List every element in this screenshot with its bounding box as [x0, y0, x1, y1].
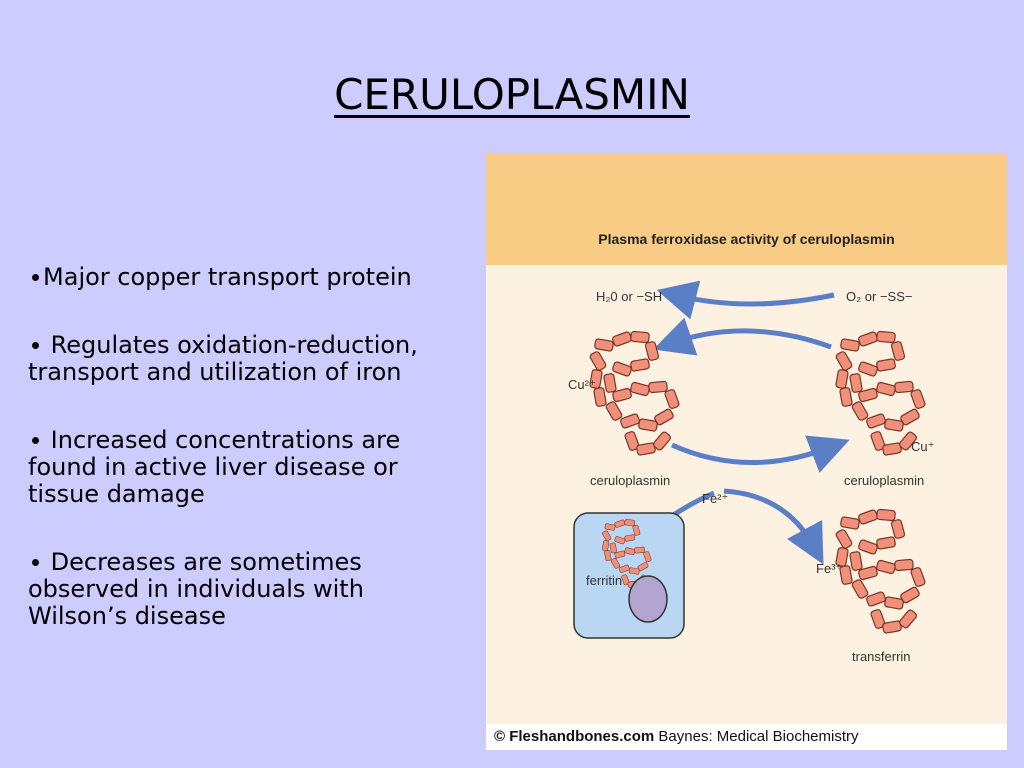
label-cu2: Cu²⁺ [568, 377, 596, 392]
ferroxidase-figure: Plasma ferroxidase activity of cerulopla… [486, 153, 1007, 750]
arrow-copper-reduction [670, 435, 850, 473]
bullet-item: ∙ Increased concentrations are found in … [28, 426, 401, 508]
arrow-fe3-transfer [723, 488, 824, 565]
arrow-reduction [656, 280, 835, 320]
transferrin-protein [834, 508, 927, 635]
bullet-item: ∙Major copper transport protein [28, 263, 412, 291]
label-fe3: Fe³⁺ [816, 561, 842, 576]
label-o2-ss: O₂ or −SS− [846, 289, 912, 304]
bullet-item: ∙ Regulates oxidation-reduction, transpo… [28, 331, 418, 386]
bullet-item: ∙ Decreases are sometimes observed in in… [28, 548, 364, 630]
credit-book: Baynes: Medical Biochemistry [658, 728, 859, 745]
nucleus [628, 575, 668, 623]
credit-source: © Fleshandbones.com [494, 728, 655, 745]
label-ceruloplasmin-right: ceruloplasmin [844, 473, 924, 488]
label-transferrin: transferrin [852, 649, 911, 664]
figure-title: Plasma ferroxidase activity of cerulopla… [598, 231, 895, 247]
arrow-oxidation [653, 317, 832, 356]
ceruloplasmin-cu2-protein [588, 330, 681, 457]
label-ceruloplasmin-left: ceruloplasmin [590, 473, 670, 488]
figure-credit: © Fleshandbones.com Baynes: Medical Bioc… [486, 724, 1007, 750]
figure-header: Plasma ferroxidase activity of cerulopla… [486, 153, 1007, 265]
label-fe2: Fe²⁺ [702, 491, 728, 506]
label-cu1: Cu⁺ [911, 439, 934, 454]
label-h2o-sh: H₂0 or −SH [596, 289, 662, 304]
label-ferritin: ferritin [586, 573, 622, 588]
figure-diagram: H₂0 or −SH O₂ or −SS− Cu²⁺ Cu⁺ cerulopla… [568, 280, 934, 664]
slide-title: CERULOPLASMIN [334, 70, 690, 119]
ceruloplasmin-cu1-protein [834, 330, 927, 457]
slide-title-wrap: CERULOPLASMIN [0, 70, 1024, 119]
bullet-list: ∙Major copper transport protein ∙ Regula… [28, 264, 468, 671]
